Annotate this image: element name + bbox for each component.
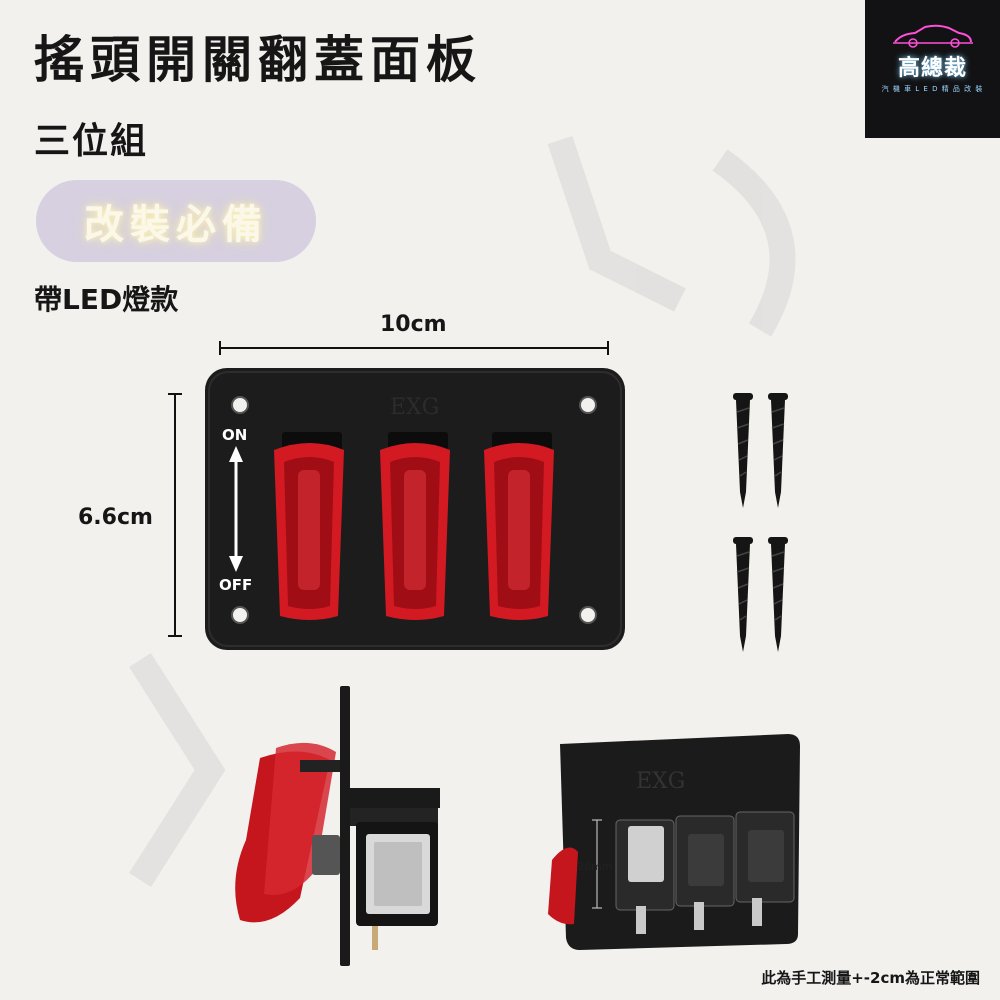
width-dimension-label: 10cm — [380, 312, 447, 337]
back-switch-2 — [675, 815, 735, 930]
screw-4 — [768, 537, 788, 652]
measurement-note: 此為手工測量+-2cm為正常範圍 — [761, 969, 980, 987]
height-dimension-line — [168, 393, 182, 637]
width-dimension-line — [219, 341, 609, 355]
screws — [733, 393, 788, 652]
svg-text:EXG: EXG — [390, 395, 439, 420]
off-label: OFF — [219, 576, 253, 594]
toggle-switch-1 — [274, 432, 344, 620]
depth-dimension-label: 28mm — [577, 860, 613, 873]
led-note: 帶LED燈款 — [34, 283, 179, 316]
screw-1 — [733, 393, 753, 508]
promo-tag: 改裝必備 — [36, 180, 316, 262]
on-off-arrow — [229, 446, 243, 572]
logo-subtitle: 汽 機 車 L E D 精 品 改 裝 — [881, 85, 984, 93]
product-subtitle: 三位組 — [34, 121, 149, 162]
back-switch-1 — [615, 819, 675, 934]
brand-logo: 高總裁 汽 機 車 L E D 精 品 改 裝 — [865, 0, 1000, 138]
car-icon — [892, 24, 973, 48]
switch-panel-back-view: EXG — [548, 734, 800, 950]
toggle-switch-3 — [484, 432, 554, 620]
back-switch-3 — [735, 811, 795, 926]
toggle-switch-2 — [380, 432, 450, 620]
switch-panel-side-view — [235, 686, 440, 966]
background-watermark — [129, 135, 796, 887]
screw-2 — [768, 393, 788, 508]
height-dimension-label: 6.6cm — [78, 505, 153, 530]
promo-tag-label: 改裝必備 — [84, 202, 268, 248]
mount-holes — [231, 396, 597, 624]
svg-text:EXG: EXG — [636, 769, 685, 794]
logo-title: 高總裁 — [897, 56, 967, 81]
switch-panel-front: EXG — [205, 368, 625, 650]
product-title: 搖頭開關翻蓋面板 — [34, 31, 482, 89]
on-label: ON — [222, 426, 248, 444]
screw-3 — [733, 537, 753, 652]
